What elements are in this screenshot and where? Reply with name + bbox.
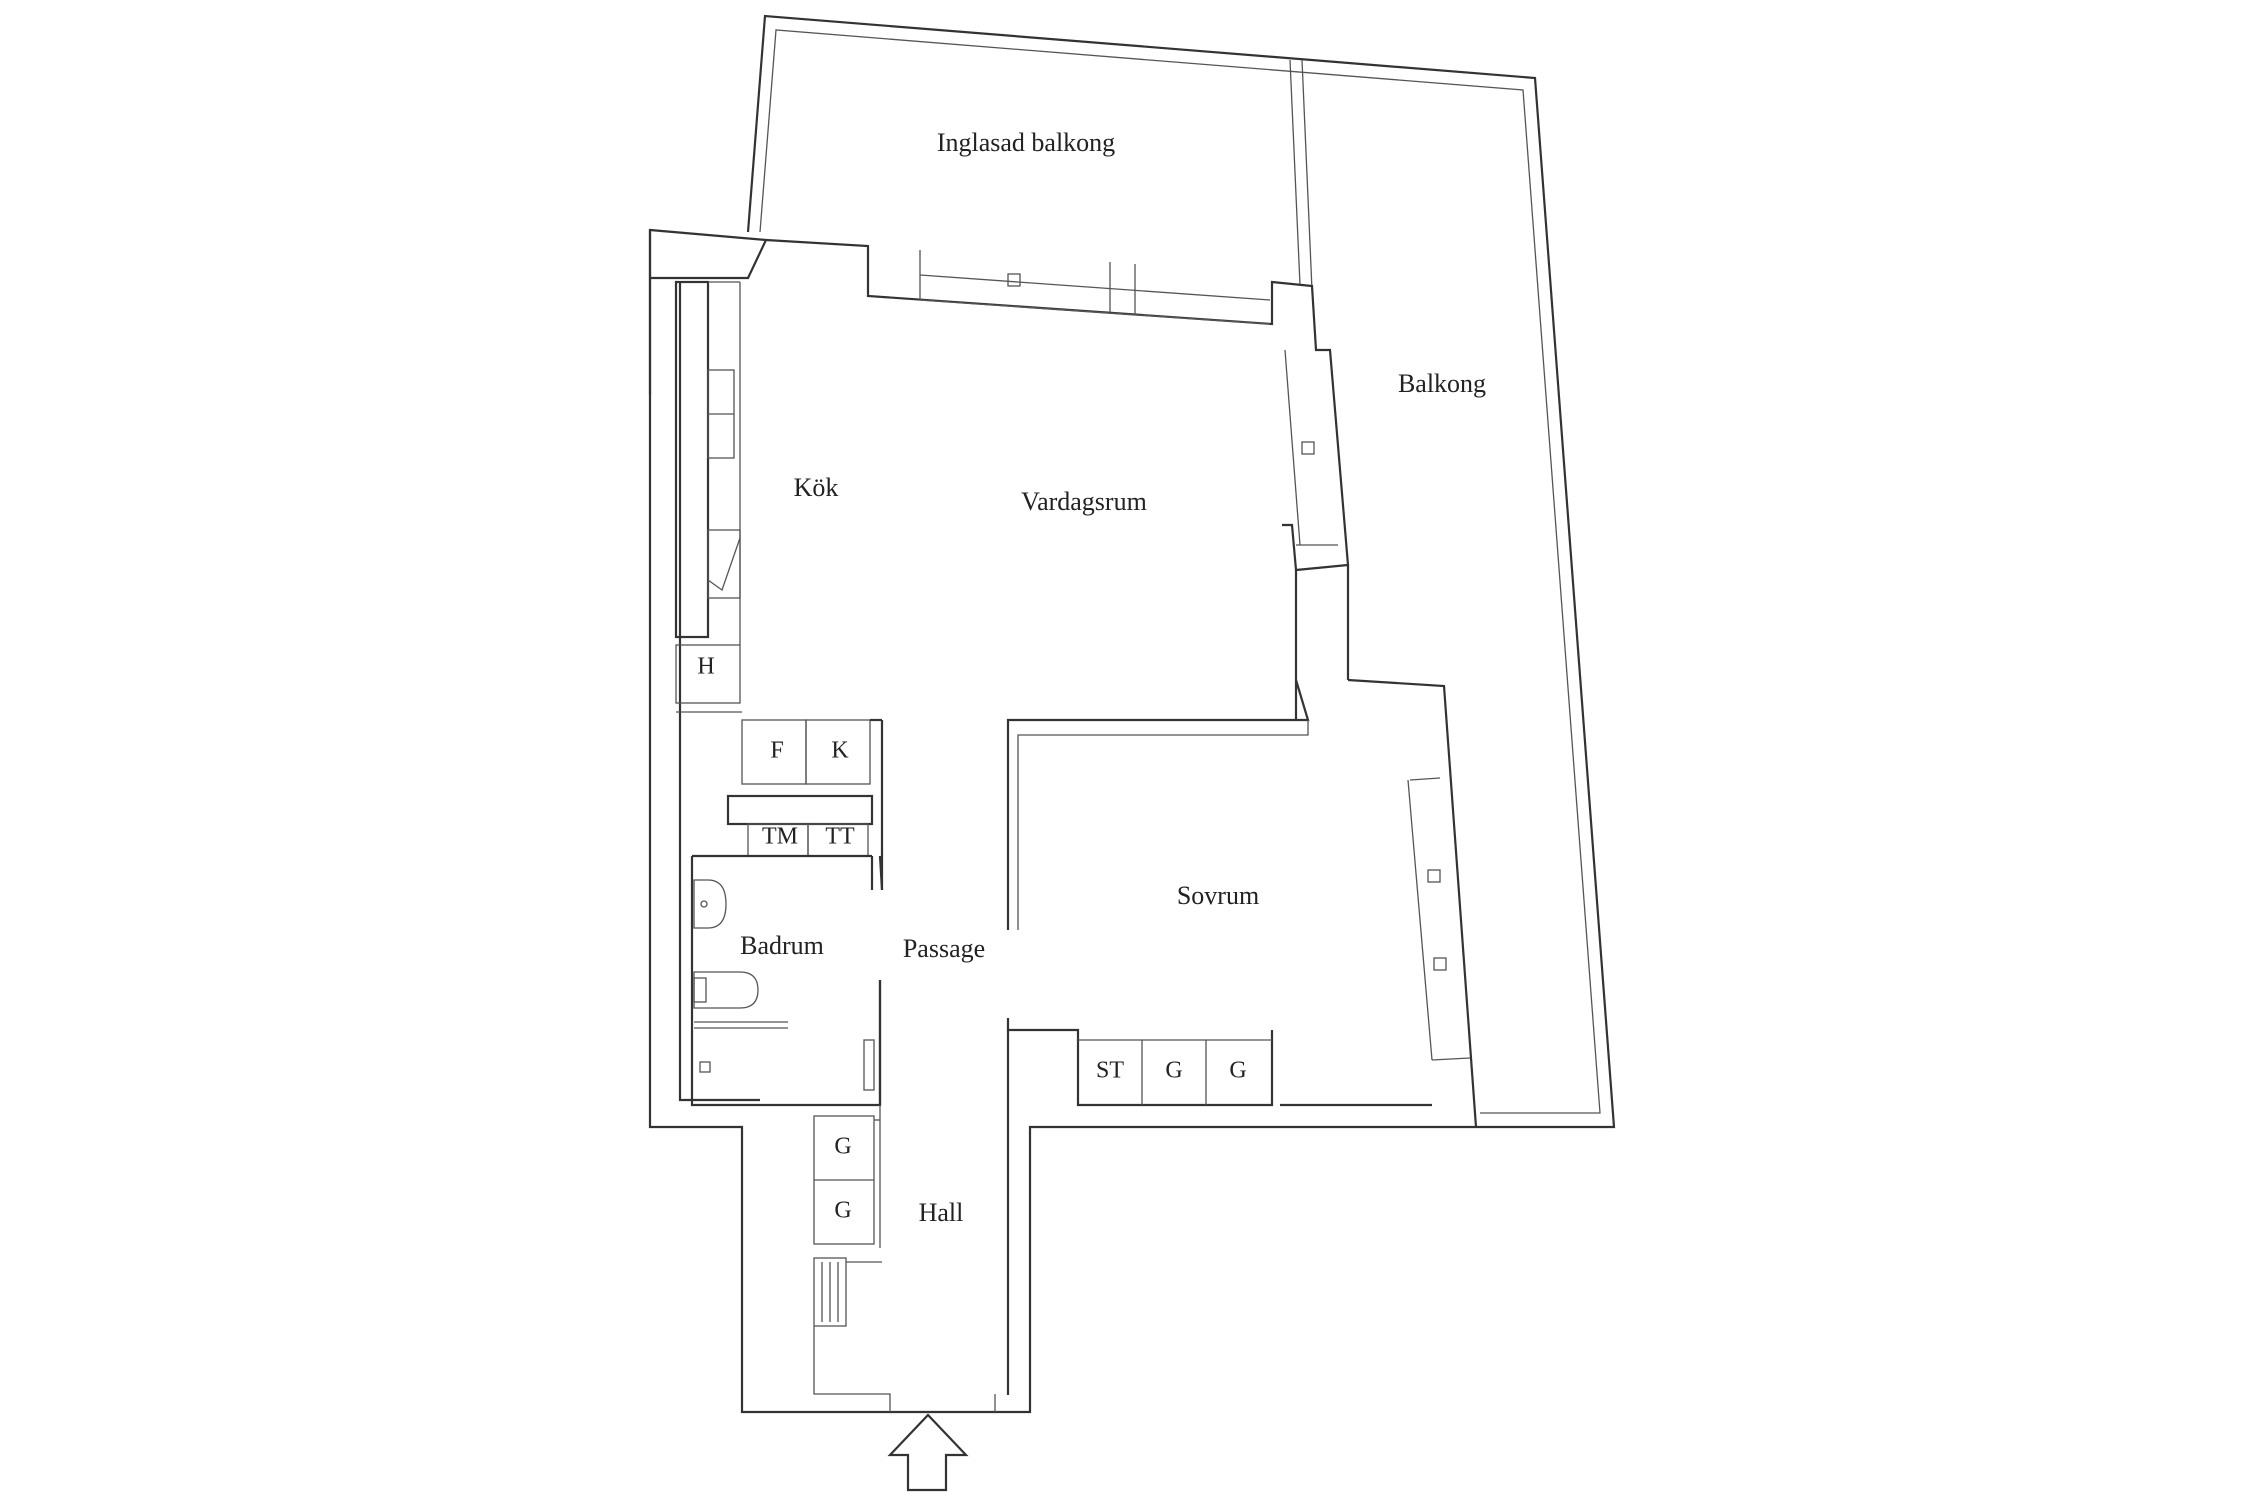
kitchen-counter — [674, 280, 742, 713]
room-label-glazed-balcony: Inglasad balkong — [937, 128, 1115, 157]
hall-walls — [813, 1030, 1010, 1412]
fixture-label-hall-wardrobe-2: G — [834, 1198, 851, 1224]
passage-walls — [878, 855, 884, 1105]
room-label-living-room: Vardagsrum — [1021, 487, 1147, 516]
fixture-label-hall-wardrobe-1: G — [834, 1134, 851, 1160]
fixture-label-washer: TM — [762, 824, 798, 850]
room-label-bedroom: Sovrum — [1177, 881, 1259, 910]
fixture-label-dryer: TT — [825, 824, 855, 850]
room-label-kitchen: Kök — [794, 473, 839, 502]
fixture-label-wardrobe-1: G — [1165, 1058, 1182, 1084]
fixture-label-hood: H — [697, 654, 714, 680]
living-window-wall — [765, 238, 1350, 572]
fixture-label-wardrobe-2: G — [1229, 1058, 1246, 1084]
room-label-balcony: Balkong — [1398, 369, 1486, 398]
bedroom-walls — [1006, 565, 1478, 1128]
apartment-outer-wall — [648, 228, 1476, 1414]
fixture-label-fridge: K — [831, 738, 849, 764]
fixture-label-storage: ST — [1096, 1058, 1124, 1084]
up-arrow-icon — [887, 1413, 969, 1492]
appliance-block — [692, 718, 884, 890]
room-label-bathroom: Badrum — [740, 931, 824, 960]
bathroom-walls — [690, 856, 882, 1107]
room-label-passage: Passage — [903, 934, 985, 963]
fixture-label-freezer: F — [770, 738, 783, 764]
room-label-hall: Hall — [919, 1198, 964, 1227]
balcony-outline — [746, 14, 1616, 1129]
